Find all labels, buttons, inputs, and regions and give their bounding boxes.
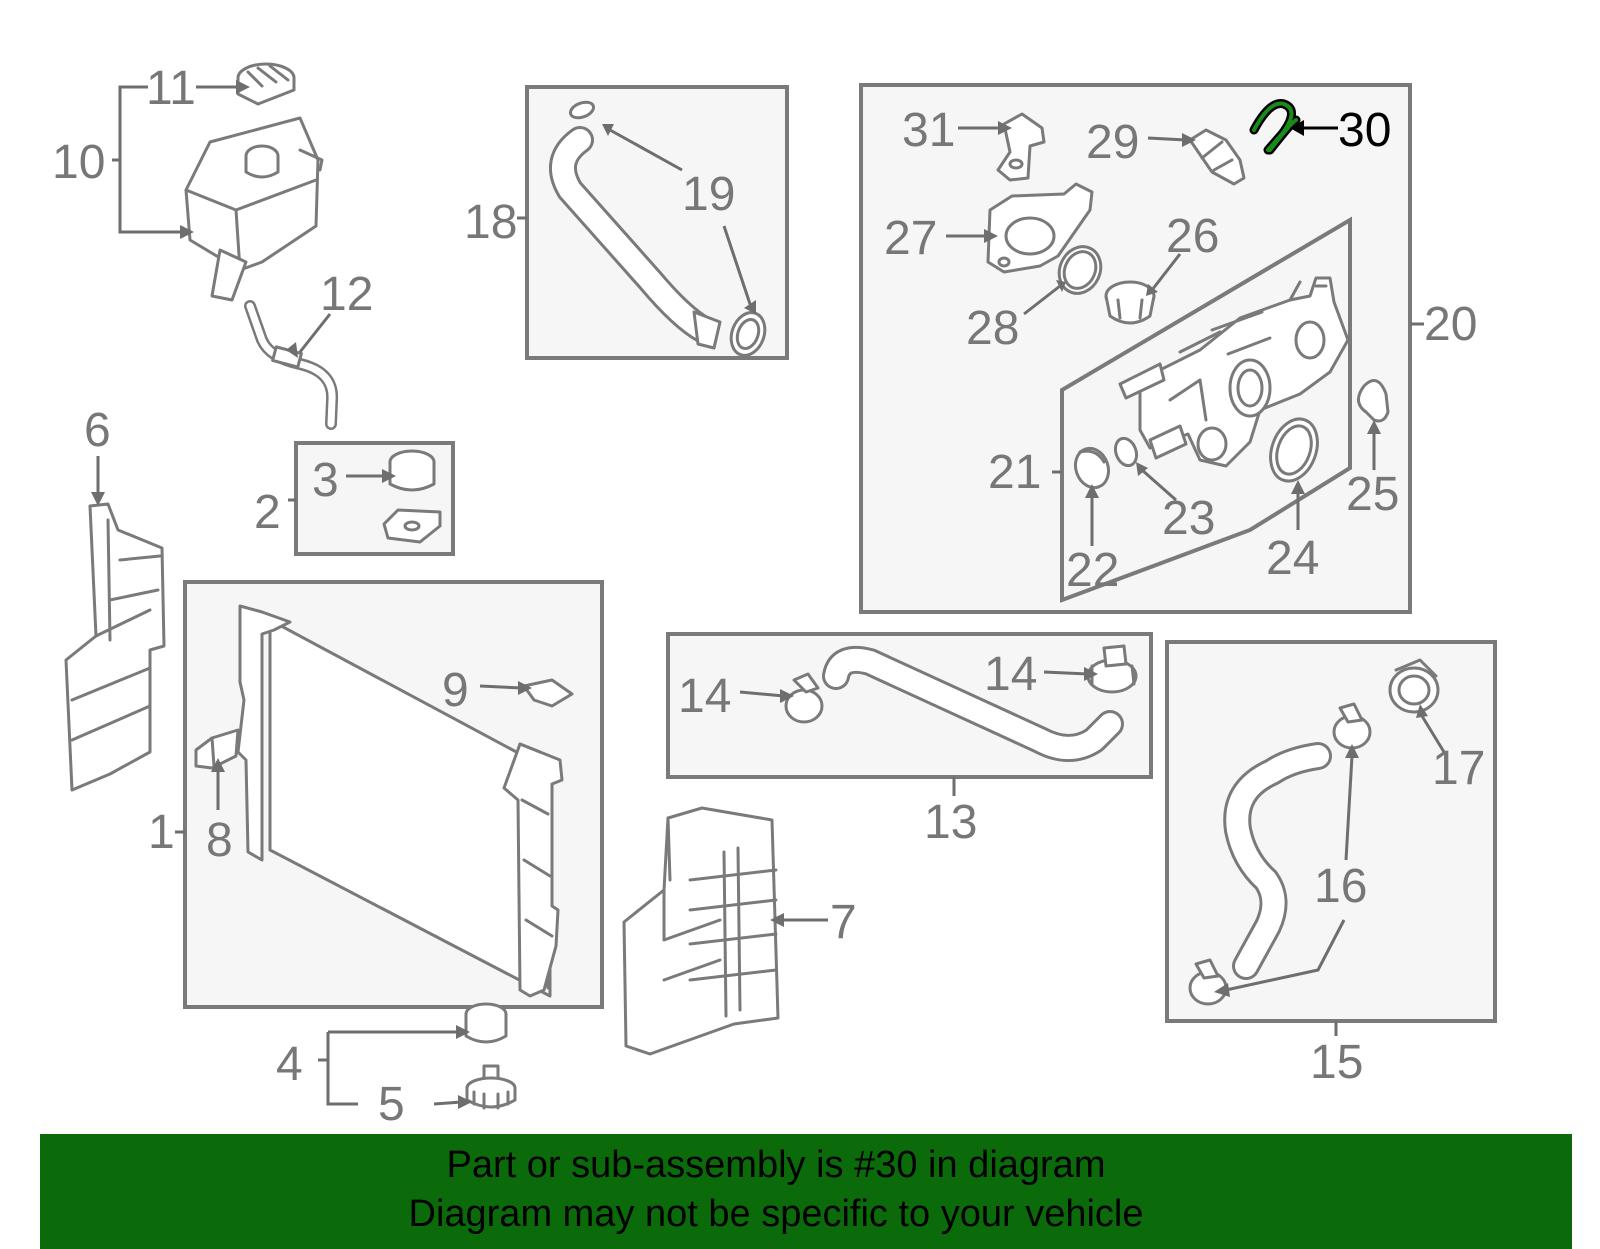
callout-6: 6 [84,404,111,457]
part-16-clamp-upper-drawing [1332,702,1372,750]
callout-7: 7 [830,896,857,949]
callout-14-left: 14 [678,670,731,723]
callout-29: 29 [1086,116,1139,169]
part-8-bracket-drawing [194,728,240,770]
callout-18: 18 [464,196,517,249]
callout-16: 16 [1314,860,1367,913]
highlight-arrow-30 [1290,120,1338,136]
part-4-insulator-drawing [464,1002,508,1044]
part-15-hose-drawing [1223,742,1332,980]
part-27-thermostat-cover-drawing [986,182,1094,274]
part-6-air-guard-left-drawing [64,502,166,792]
part-9-bracket-drawing [522,678,574,708]
group-box-15 [1165,640,1497,1023]
footer-banner: Part or sub-assembly is #30 in diagram D… [40,1134,1572,1249]
part-29-sensor-drawing [1188,128,1246,186]
part-23-o-ring-drawing [1113,436,1139,468]
part-18-upper-hose-drawing [549,126,722,350]
callout-24: 24 [1266,532,1319,585]
callout-13: 13 [924,796,977,849]
callout-30: 30 [1338,104,1391,157]
callout-9: 9 [442,664,469,717]
callout-31: 31 [902,104,955,157]
part-12-reservoir-hose-drawing [244,300,339,430]
callout-5: 5 [378,1078,405,1131]
footer-line-2: Diagram may not be specific to your vehi… [408,1193,1144,1235]
callout-20: 20 [1424,298,1477,351]
callout-1: 1 [148,806,175,859]
footer-line-1: Part or sub-assembly is #30 in diagram [446,1144,1106,1186]
part-30-clip-drawing [1249,99,1301,155]
callout-19: 19 [682,168,735,221]
part-22-plug-drawing [1073,446,1111,490]
leader-arrowheads [91,80,1428,1109]
part-3-cap-drawing [388,449,436,492]
part-10-coolant-reservoir-drawing [184,116,324,302]
part-19-gasket-drawing [568,100,767,357]
part-21-water-outlet-housing-drawing [1118,276,1350,468]
callout-27: 27 [884,212,937,265]
part-26-thermostat-drawing [1104,280,1156,325]
part-2-bracket-drawing [382,508,442,544]
part-1-radiator-drawing [236,604,564,998]
callout-23: 23 [1162,492,1215,545]
part-31-bracket-drawing [996,112,1046,182]
callout-2: 2 [254,486,281,539]
callout-12: 12 [320,268,373,321]
part-11-reservoir-cap-drawing [236,62,296,106]
callout-26: 26 [1166,210,1219,263]
callout-21: 21 [988,446,1041,499]
part-13-heater-hose-drawing [822,645,1124,762]
callout-4: 4 [276,1038,303,1091]
callout-14-right: 14 [984,648,1037,701]
part-24-gasket-drawing [1269,417,1319,483]
part-17-fitting-drawing [1388,658,1440,714]
callout-11: 11 [146,62,196,115]
callout-3: 3 [312,454,339,507]
part-7-air-guard-right-drawing [622,806,780,1056]
callout-17: 17 [1432,742,1485,795]
callout-28: 28 [966,302,1019,355]
part-14-clamp-left-drawing [784,672,824,724]
callout-10: 10 [52,136,105,189]
callout-15: 15 [1310,1036,1363,1089]
callout-25: 25 [1346,468,1399,521]
part-25-gasket-drawing [1357,379,1390,423]
part-5-insulator-drawing [465,1064,517,1110]
callout-8: 8 [206,814,233,867]
leader-lines [96,85,1446,1106]
part-28-o-ring-drawing [1057,245,1103,295]
callout-22: 22 [1066,544,1119,597]
